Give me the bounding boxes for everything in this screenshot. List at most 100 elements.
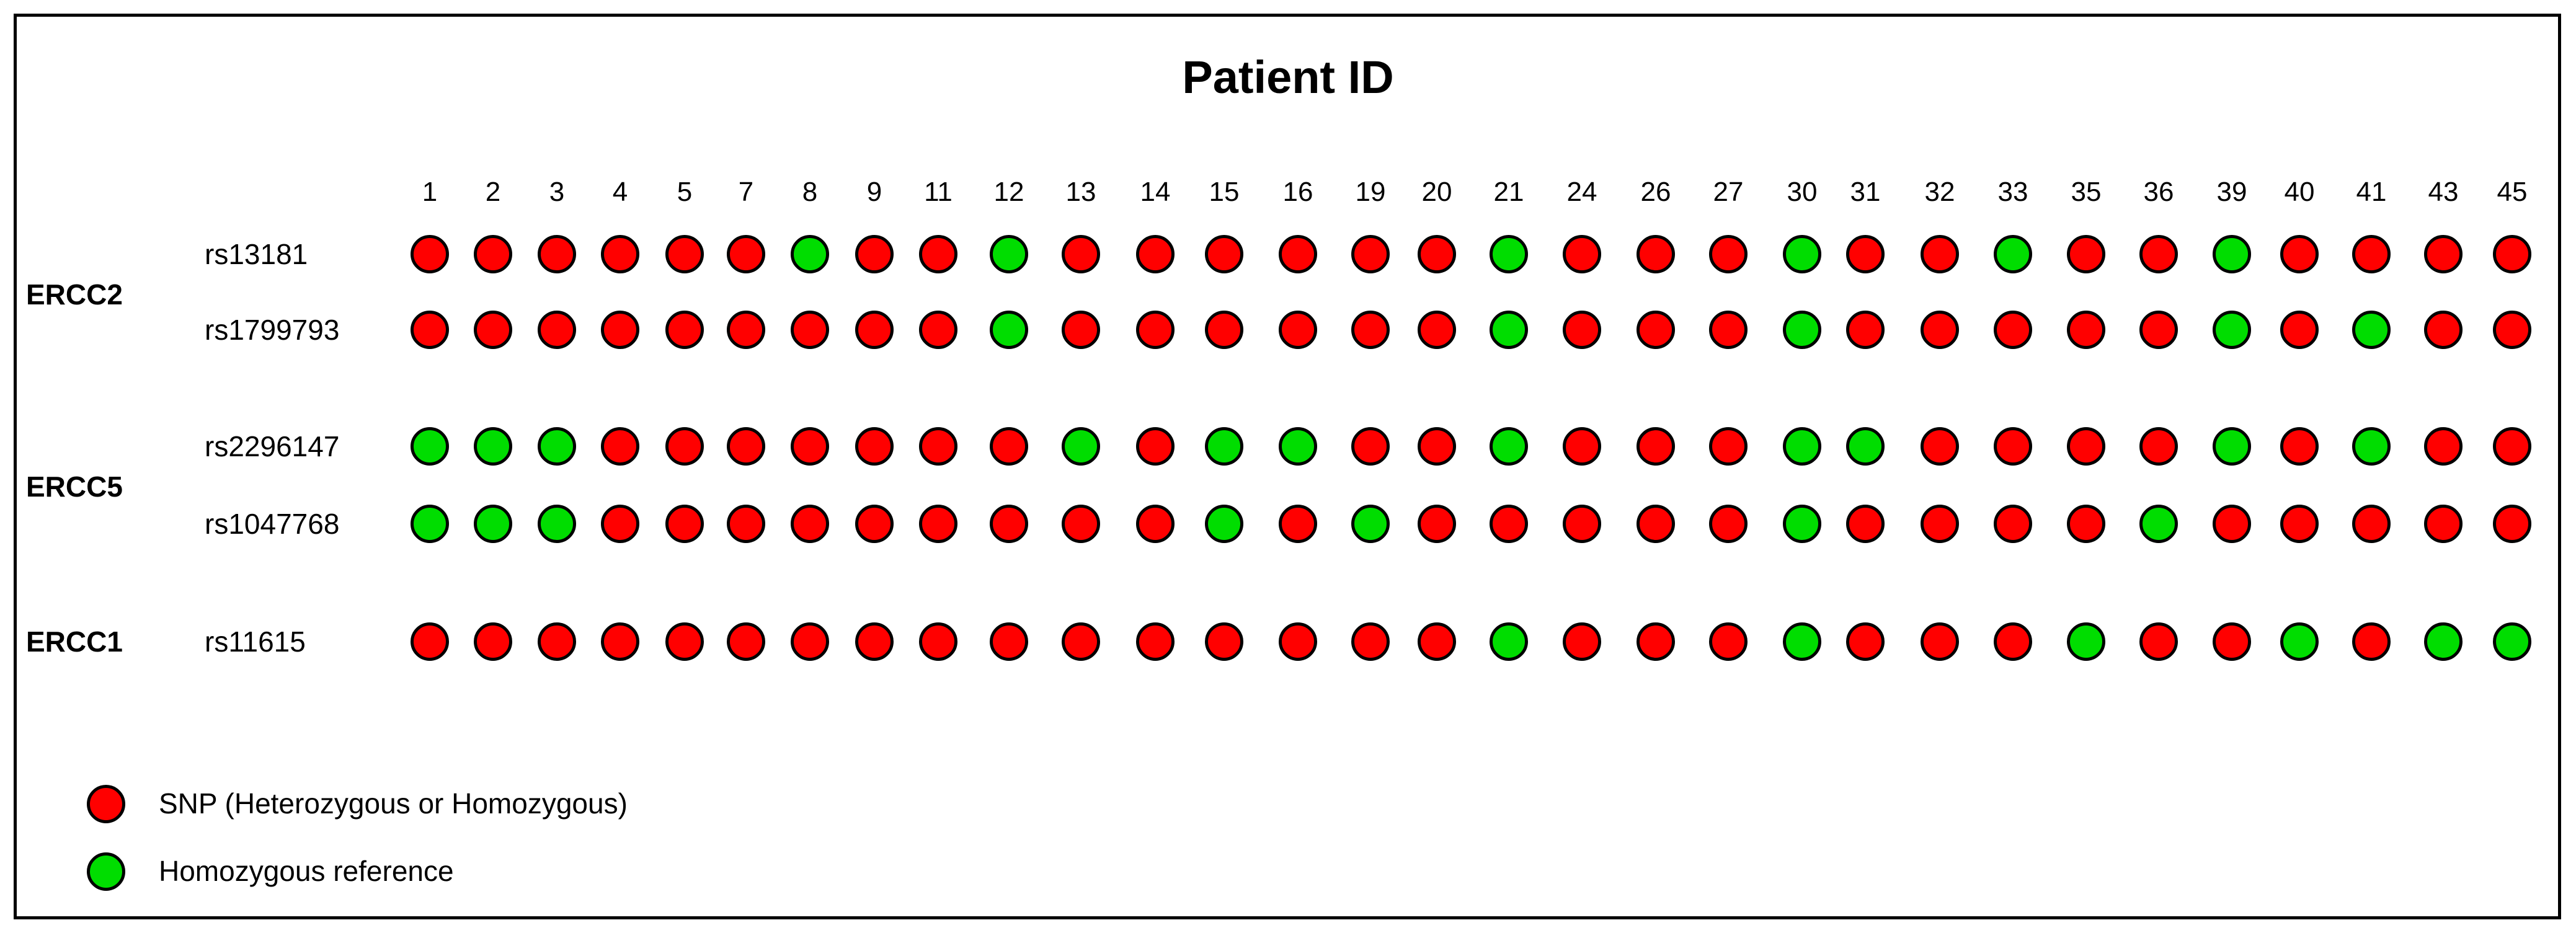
patient-id-label: 26 (1640, 177, 1671, 207)
patient-id-label: 21 (1493, 177, 1524, 207)
reference-dot (1205, 505, 1243, 543)
snp-dot (855, 622, 894, 661)
snp-dot (2352, 505, 2391, 543)
snp-dot (601, 505, 639, 543)
snp-dot (1637, 311, 1675, 349)
snp-dot (1205, 311, 1243, 349)
snp-dot (791, 427, 829, 466)
snp-dot (1637, 235, 1675, 273)
patient-id-label: 4 (612, 177, 628, 207)
reference-dot (2213, 311, 2251, 349)
reference-dot (474, 505, 512, 543)
reference-dot (1205, 427, 1243, 466)
gene-label: ERCC2 (26, 278, 123, 311)
snp-dot (1351, 622, 1390, 661)
snp-dot (1279, 505, 1317, 543)
snp-label: rs1047768 (205, 508, 340, 540)
snp-dot (1279, 622, 1317, 661)
patient-id-label: 24 (1566, 177, 1597, 207)
snp-dot (1709, 311, 1748, 349)
snp-dot (1351, 427, 1390, 466)
snp-dot (1709, 235, 1748, 273)
snp-dot (1418, 427, 1456, 466)
snp-dot (411, 622, 449, 661)
snp-dot (1846, 311, 1885, 349)
patient-id-label: 11 (924, 177, 953, 207)
reference-dot (2067, 622, 2105, 661)
snp-dot (1136, 235, 1175, 273)
snp-dot (1418, 235, 1456, 273)
snp-dot (1921, 505, 1959, 543)
reference-dot (1490, 427, 1528, 466)
reference-dot (474, 427, 512, 466)
snp-dot (665, 427, 704, 466)
patient-id-label: 36 (2143, 177, 2174, 207)
snp-dot (1994, 505, 2032, 543)
snp-dot (1637, 505, 1675, 543)
snp-dot (855, 505, 894, 543)
snp-dot (2067, 505, 2105, 543)
snp-dot (1563, 622, 1601, 661)
snp-dot (2280, 427, 2319, 466)
reference-dot (1783, 311, 1821, 349)
snp-dot (727, 235, 765, 273)
patient-id-label: 39 (2216, 177, 2247, 207)
snp-dot (1062, 505, 1100, 543)
snp-dot (1418, 622, 1456, 661)
snp-dot (538, 235, 576, 273)
reference-dot (1994, 235, 2032, 273)
snp-dot (1921, 235, 1959, 273)
snp-dot (855, 235, 894, 273)
snp-dot (2067, 427, 2105, 466)
snp-dot (2067, 311, 2105, 349)
reference-dot (2424, 622, 2463, 661)
snp-dot (1136, 427, 1175, 466)
patient-id-label: 30 (1787, 177, 1818, 207)
patient-id-label: 7 (738, 177, 754, 207)
patient-id-label: 15 (1209, 177, 1240, 207)
snp-dot (538, 622, 576, 661)
snp-dot (1418, 505, 1456, 543)
snp-dot (919, 427, 957, 466)
snp-dot (1136, 622, 1175, 661)
snp-dot (601, 427, 639, 466)
snp-dot (665, 505, 704, 543)
snp-dot (1846, 235, 1885, 273)
patient-id-label: 12 (993, 177, 1024, 207)
snp-dot (1062, 311, 1100, 349)
snp-label: rs11615 (205, 626, 306, 658)
patient-id-label: 5 (677, 177, 693, 207)
snp-dot (411, 235, 449, 273)
snp-dot (2280, 311, 2319, 349)
snp-dot (919, 235, 957, 273)
snp-dot (1205, 622, 1243, 661)
snp-dot (2493, 505, 2531, 543)
snp-dot (2067, 235, 2105, 273)
reference-dot (2280, 622, 2319, 661)
snp-dot (727, 622, 765, 661)
snp-dot (665, 311, 704, 349)
snp-dot (727, 427, 765, 466)
figure-frame (14, 14, 2561, 919)
snp-dot (2280, 505, 2319, 543)
snp-dot (2213, 622, 2251, 661)
snp-dot (538, 311, 576, 349)
snp-dot (1994, 622, 2032, 661)
reference-dot (538, 505, 576, 543)
patient-id-label: 3 (549, 177, 565, 207)
reference-dot (990, 235, 1028, 273)
legend-snp-dot (87, 785, 125, 823)
patient-id-label: 19 (1355, 177, 1386, 207)
snp-dot (1563, 235, 1601, 273)
snp-dot (1563, 427, 1601, 466)
snp-dot (1062, 622, 1100, 661)
patient-id-label: 43 (2428, 177, 2459, 207)
gene-label: ERCC5 (26, 471, 123, 503)
reference-dot (2493, 622, 2531, 661)
figure-title: Patient ID (1182, 51, 1394, 103)
patient-id-label: 45 (2497, 177, 2528, 207)
snp-dot (2139, 311, 2178, 349)
snp-dot (2352, 235, 2391, 273)
snp-dot (990, 505, 1028, 543)
snp-dot (855, 427, 894, 466)
